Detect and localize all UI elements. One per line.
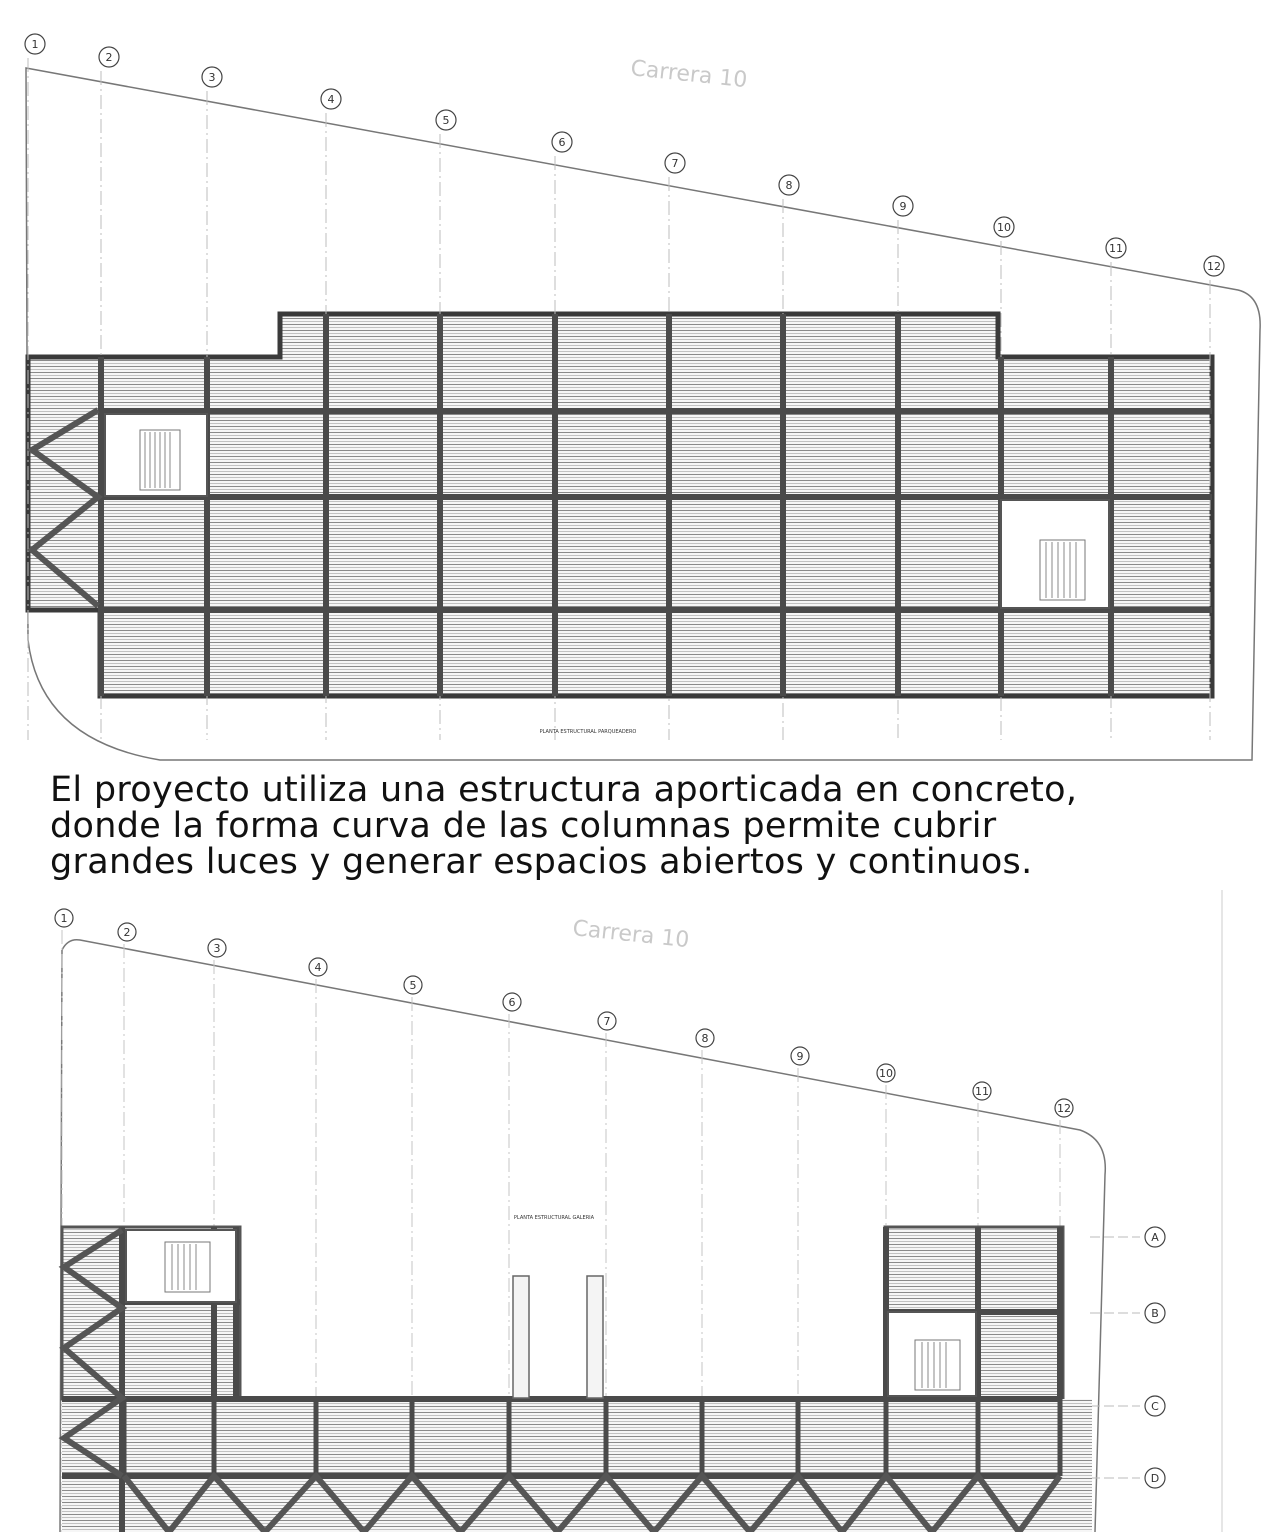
row-bubble-D: D bbox=[1144, 1467, 1166, 1489]
axis-bubble-3: 3 bbox=[207, 938, 227, 958]
row-bubbles: ABCDE bbox=[1144, 1226, 1166, 1489]
axis-bubble-9: 9 bbox=[892, 195, 914, 217]
svg-text:9: 9 bbox=[797, 1050, 804, 1063]
plan-caption: PLANTA ESTRUCTURAL GALERIA bbox=[514, 1215, 595, 1221]
svg-text:5: 5 bbox=[410, 979, 417, 992]
stair-core-right bbox=[887, 1311, 977, 1397]
svg-text:12: 12 bbox=[1207, 260, 1221, 273]
axis-bubble-11: 11 bbox=[1105, 237, 1127, 259]
stair-core-left bbox=[125, 1229, 237, 1303]
description-line-3: grandes luces y generar espacios abierto… bbox=[50, 842, 1033, 882]
stair-core-right bbox=[1000, 499, 1110, 609]
svg-text:D: D bbox=[1151, 1472, 1159, 1485]
axis-bubble-6: 6 bbox=[502, 992, 522, 1012]
axis-bubble-10: 10 bbox=[876, 1063, 896, 1083]
row-bubble-C: C bbox=[1144, 1395, 1166, 1417]
curved-column-bracing bbox=[26, 407, 103, 609]
svg-text:5: 5 bbox=[443, 114, 450, 127]
axis-bubble-6: 6 bbox=[551, 131, 573, 153]
street-label: Carrera 10 bbox=[571, 916, 690, 953]
plan-caption: PLANTA ESTRUCTURAL PARQUEADERO bbox=[540, 729, 637, 735]
curved-column-bracing-front bbox=[121, 1471, 1063, 1532]
axis-bubble-12: 12 bbox=[1054, 1098, 1074, 1118]
svg-text:8: 8 bbox=[786, 179, 793, 192]
ramp-left bbox=[512, 1275, 530, 1399]
stair-core-left bbox=[104, 413, 208, 497]
svg-text:7: 7 bbox=[604, 1015, 611, 1028]
axis-bubble-9: 9 bbox=[790, 1046, 810, 1066]
row-bubble-B: B bbox=[1144, 1302, 1166, 1324]
svg-text:10: 10 bbox=[879, 1067, 893, 1080]
svg-text:8: 8 bbox=[702, 1032, 709, 1045]
project-description: El proyecto utiliza una estructura aport… bbox=[50, 772, 1142, 880]
svg-text:3: 3 bbox=[209, 71, 216, 84]
svg-text:12: 12 bbox=[1057, 1102, 1071, 1115]
axis-bubble-4: 4 bbox=[320, 88, 342, 110]
axis-bubble-5: 5 bbox=[435, 109, 457, 131]
beams bbox=[98, 314, 1212, 696]
axis-bubble-8: 8 bbox=[778, 174, 800, 196]
description-line-1: El proyecto utiliza una estructura aport… bbox=[50, 770, 1078, 810]
svg-text:11: 11 bbox=[1109, 242, 1123, 255]
svg-text:B: B bbox=[1151, 1307, 1159, 1320]
street-label: Carrera 10 bbox=[629, 56, 748, 93]
axis-bubble-1: 1 bbox=[24, 33, 46, 55]
axis-bubble-11: 11 bbox=[972, 1081, 992, 1101]
svg-text:C: C bbox=[1151, 1400, 1159, 1413]
site-boundary bbox=[25, 67, 1261, 761]
svg-text:4: 4 bbox=[315, 961, 322, 974]
svg-text:3: 3 bbox=[214, 942, 221, 955]
axis-bubble-4: 4 bbox=[308, 957, 328, 977]
axis-bubble-2: 2 bbox=[117, 922, 137, 942]
axis-bubble-7: 7 bbox=[597, 1011, 617, 1031]
svg-text:6: 6 bbox=[559, 136, 566, 149]
svg-text:PLANTA ESTRUCTURAL GALERIA: PLANTA ESTRUCTURAL GALERIA bbox=[514, 1215, 595, 1221]
svg-text:2: 2 bbox=[124, 926, 131, 939]
svg-text:6: 6 bbox=[509, 996, 516, 1009]
svg-text:4: 4 bbox=[328, 93, 335, 106]
svg-text:Carrera 10: Carrera 10 bbox=[629, 56, 748, 93]
svg-text:PLANTA ESTRUCTURAL PARQUEADERO: PLANTA ESTRUCTURAL PARQUEADERO bbox=[540, 729, 637, 735]
curved-column-bracing-left bbox=[58, 1227, 128, 1479]
row-bubble-A: A bbox=[1144, 1226, 1166, 1248]
svg-text:Carrera 10: Carrera 10 bbox=[571, 916, 690, 953]
beams bbox=[62, 1227, 1063, 1532]
axis-bubble-1: 1 bbox=[54, 908, 74, 928]
axis-bubble-3: 3 bbox=[201, 66, 223, 88]
svg-text:1: 1 bbox=[61, 912, 68, 925]
svg-text:10: 10 bbox=[997, 221, 1011, 234]
svg-text:A: A bbox=[1151, 1231, 1159, 1244]
ramp-right bbox=[586, 1275, 604, 1399]
axis-bubble-8: 8 bbox=[695, 1028, 715, 1048]
axis-bubble-12: 12 bbox=[1203, 255, 1225, 277]
axis-bubble-7: 7 bbox=[664, 152, 686, 174]
axis-bubble-2: 2 bbox=[98, 46, 120, 68]
svg-text:9: 9 bbox=[900, 200, 907, 213]
svg-text:2: 2 bbox=[106, 51, 113, 64]
svg-text:7: 7 bbox=[672, 157, 679, 170]
axis-bubble-10: 10 bbox=[993, 216, 1015, 238]
svg-text:1: 1 bbox=[32, 38, 39, 51]
axis-bubble-5: 5 bbox=[403, 975, 423, 995]
svg-text:11: 11 bbox=[975, 1085, 989, 1098]
description-line-2: donde la forma curva de las columnas per… bbox=[50, 806, 997, 846]
